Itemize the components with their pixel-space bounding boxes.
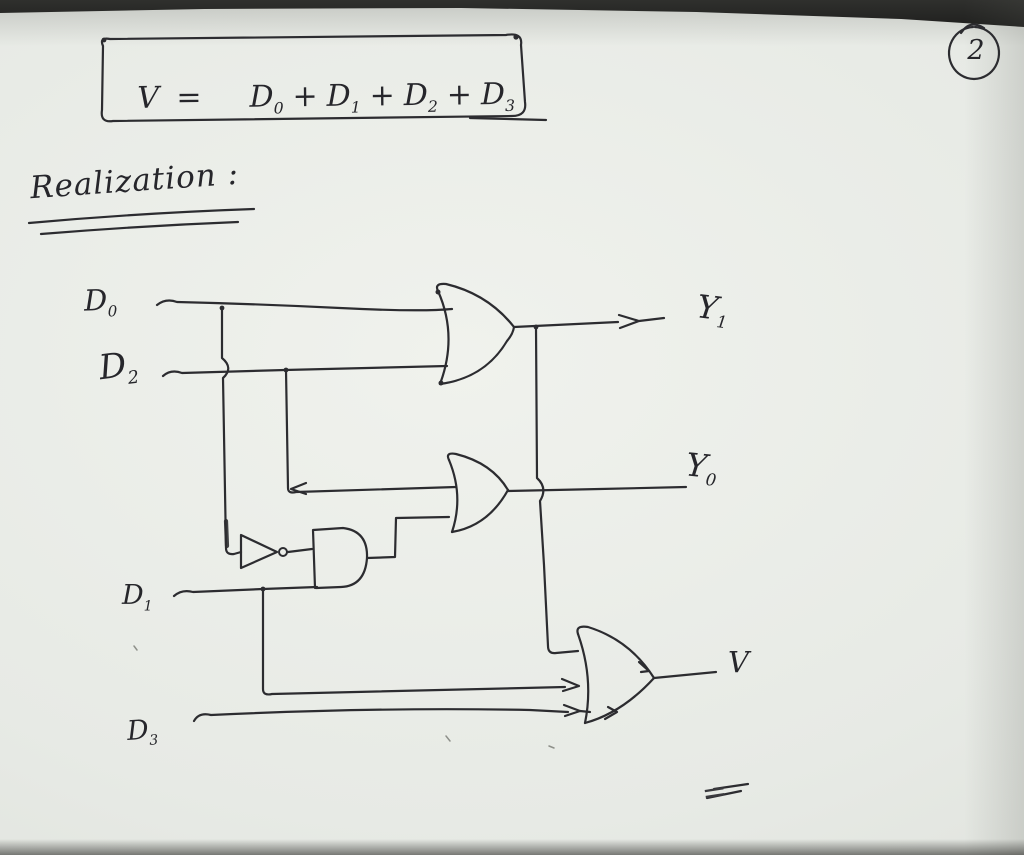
wire-y0-out xyxy=(506,485,688,493)
heading-underline xyxy=(27,207,256,236)
junction-d2 xyxy=(283,367,289,373)
output-label-y1: Y1 xyxy=(694,287,729,333)
wire-d3-arrowhead xyxy=(562,703,592,718)
page-number-circle xyxy=(947,23,1001,81)
wire-y1-node-vertical xyxy=(534,325,580,655)
equation-text: V =D0+D1+D2+D3 xyxy=(118,50,516,118)
input-label-d3: D3 xyxy=(125,714,159,749)
plus-sign: + xyxy=(446,77,473,113)
wire-v-out xyxy=(652,670,718,680)
stray-equals-mark: = xyxy=(699,773,730,812)
or-gate-y1 xyxy=(435,282,516,386)
equation-term-d3: D3 xyxy=(480,77,516,116)
wire-d2 xyxy=(161,364,449,378)
wire-d1 xyxy=(172,585,319,598)
ink-blob xyxy=(223,518,230,549)
plus-sign: + xyxy=(292,78,318,115)
wire-d3 xyxy=(192,708,570,723)
wire-d2-arrowhead xyxy=(289,481,308,496)
junction-d1 xyxy=(260,586,266,592)
or-gate-y0 xyxy=(446,452,510,534)
junction-d0 xyxy=(219,305,225,311)
wire-and-out xyxy=(365,515,451,560)
or-gate-v xyxy=(576,625,656,725)
wire-d0-branch xyxy=(220,306,243,556)
wire-d0 xyxy=(155,299,454,312)
input-label-d1: D1 xyxy=(122,580,153,615)
output-label-v: V xyxy=(728,645,749,679)
input-label-d2: D2 xyxy=(96,345,141,389)
wire-d2-branch xyxy=(284,368,458,494)
output-label-y0: Y0 xyxy=(684,445,718,491)
equation-term-d1: D1 xyxy=(326,78,361,117)
wire-y1-out xyxy=(512,320,620,329)
equation-term-d0: D0 xyxy=(249,79,284,118)
junction-y1-node xyxy=(533,324,539,330)
not-gate xyxy=(239,533,314,570)
plus-sign: + xyxy=(369,78,396,114)
equation-lhs: V = xyxy=(137,80,206,116)
page-number: 2 xyxy=(967,35,985,66)
stray-mark-strokes xyxy=(705,782,750,800)
paper-specks xyxy=(133,645,555,749)
wire-d1-arrowhead xyxy=(560,677,581,693)
input-label-d0: D0 xyxy=(83,282,118,321)
wire-d1-branch xyxy=(261,587,567,696)
equation-term-d2: D2 xyxy=(403,77,439,116)
equation-box xyxy=(100,33,548,123)
and-gate xyxy=(311,526,369,590)
wire-y1-arrowhead xyxy=(617,313,666,330)
